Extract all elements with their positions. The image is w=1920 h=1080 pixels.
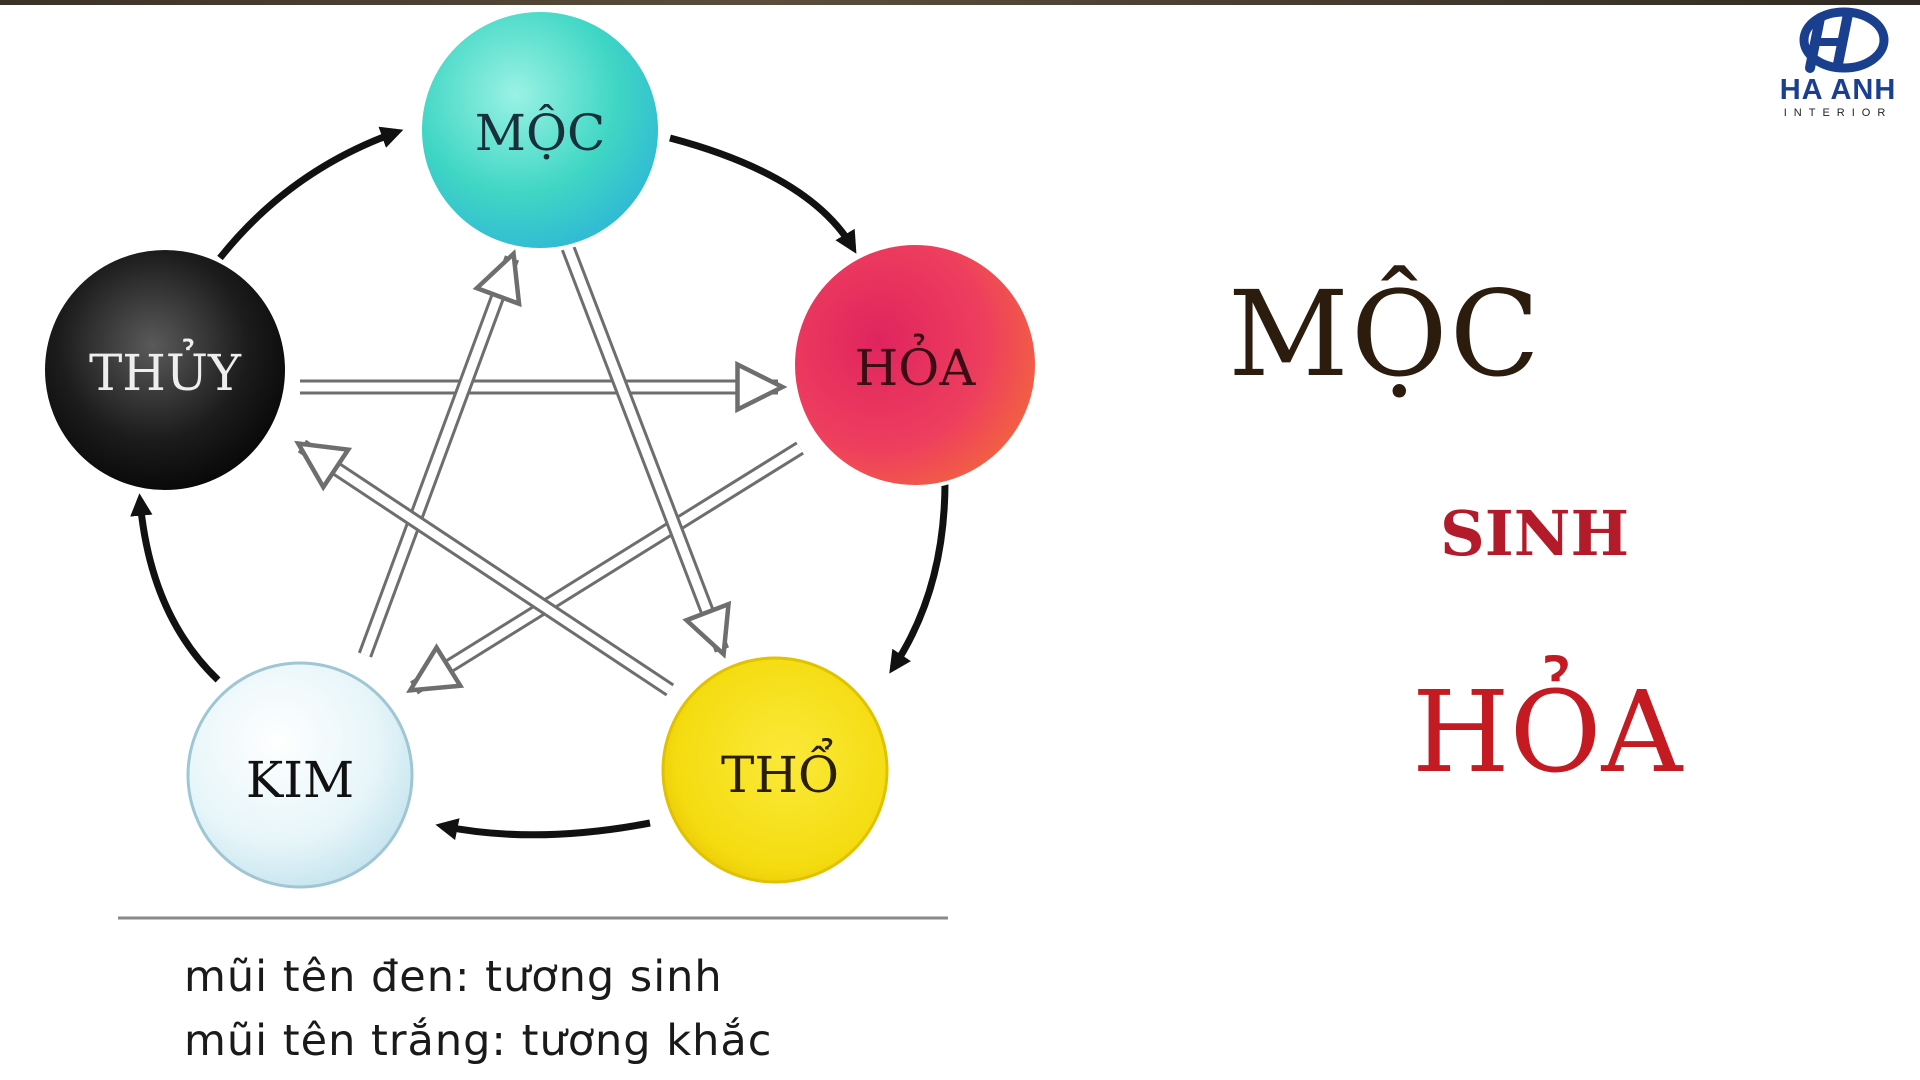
node-moc-label: MỘC — [475, 103, 605, 162]
node-tho-circle — [661, 656, 889, 884]
legend: mũi tên đen: tương sinh mũi tên trắng: t… — [184, 945, 772, 1073]
node-thuy-label: THỦY — [89, 337, 242, 402]
brand-logo: HA ANH INTERIOR — [1762, 6, 1914, 122]
side-word-sinh: SINH — [1440, 497, 1630, 570]
logo-emblem-icon — [1799, 7, 1889, 73]
node-tho: THỔ — [661, 656, 889, 884]
node-hoa-label: HỎA — [855, 332, 977, 397]
arrow-kim-to-thuy — [130, 493, 221, 683]
logo-name: HA ANH — [1779, 74, 1897, 106]
node-thuy-circle — [41, 246, 289, 494]
arrow-hoa-to-tho — [889, 481, 949, 674]
node-hoa-circle — [791, 241, 1039, 489]
node-tho-label: THỔ — [721, 737, 839, 804]
arrow-thuy-to-moc — [217, 126, 404, 261]
legend-black-arrow: mũi tên đen: tương sinh — [184, 952, 723, 1002]
node-moc-circle — [418, 8, 662, 252]
node-kim-label: KIM — [246, 751, 354, 809]
arrow-moc-to-hoa — [669, 134, 857, 254]
node-thuy: THỦY — [41, 246, 289, 494]
controlling-cycle-arrows — [300, 245, 804, 697]
generating-cycle-arrows — [130, 126, 949, 841]
node-kim-circle — [186, 661, 414, 889]
node-kim: KIM — [186, 661, 414, 889]
logo-subtitle: INTERIOR — [1783, 107, 1893, 119]
node-hoa: HỎA — [791, 241, 1039, 489]
arrow-tho-to-kim — [435, 818, 651, 841]
node-moc: MỘC — [418, 8, 662, 252]
legend-white-arrow: mũi tên trắng: tương khắc — [184, 1016, 773, 1066]
top-border-strip — [0, 0, 1920, 5]
side-word-hoa: HỎA — [1412, 668, 1683, 798]
side-word-moc: MỘC — [1228, 265, 1542, 403]
